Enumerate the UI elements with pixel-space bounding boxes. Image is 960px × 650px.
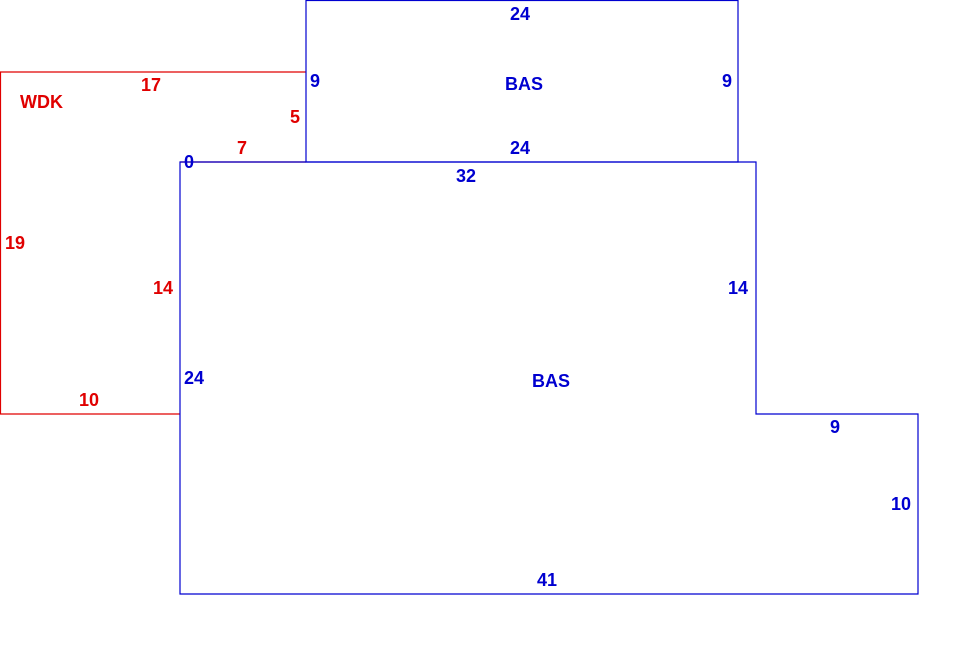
bas-main-label: BAS — [532, 371, 570, 391]
wdk-label: WDK — [20, 92, 63, 112]
wdk-dim-bottom: 10 — [79, 390, 99, 410]
wdk-area — [0, 71, 306, 415]
bas-main-dim-right-lower: 10 — [891, 494, 911, 514]
bas-main-dim-step: 9 — [830, 417, 840, 437]
wdk-dim-left: 19 — [5, 233, 25, 253]
wdk-dim-right: 14 — [153, 278, 173, 298]
bas-main-outline — [179, 161, 919, 595]
bas-upper-dim-bottom: 24 — [510, 138, 530, 158]
bas-upper-dim-right: 9 — [722, 71, 732, 91]
wdk-outline — [0, 71, 306, 415]
bas-main-dim-bottom: 41 — [537, 570, 557, 590]
bas-main-dim-left: 24 — [184, 368, 204, 388]
bas-upper-label: BAS — [505, 74, 543, 94]
bas-main-dim-top: 32 — [456, 166, 476, 186]
wdk-dim-top: 17 — [141, 75, 161, 95]
bas-main-dim-left-top: 0 — [184, 152, 194, 172]
bas-main-dim-right: 14 — [728, 278, 748, 298]
bas-upper-dim-top: 24 — [510, 4, 530, 24]
bas-main-area — [179, 161, 919, 595]
bas-upper-dim-left: 9 — [310, 71, 320, 91]
wdk-dim-top-right: 5 — [290, 107, 300, 127]
wdk-dim-step: 7 — [237, 138, 247, 158]
